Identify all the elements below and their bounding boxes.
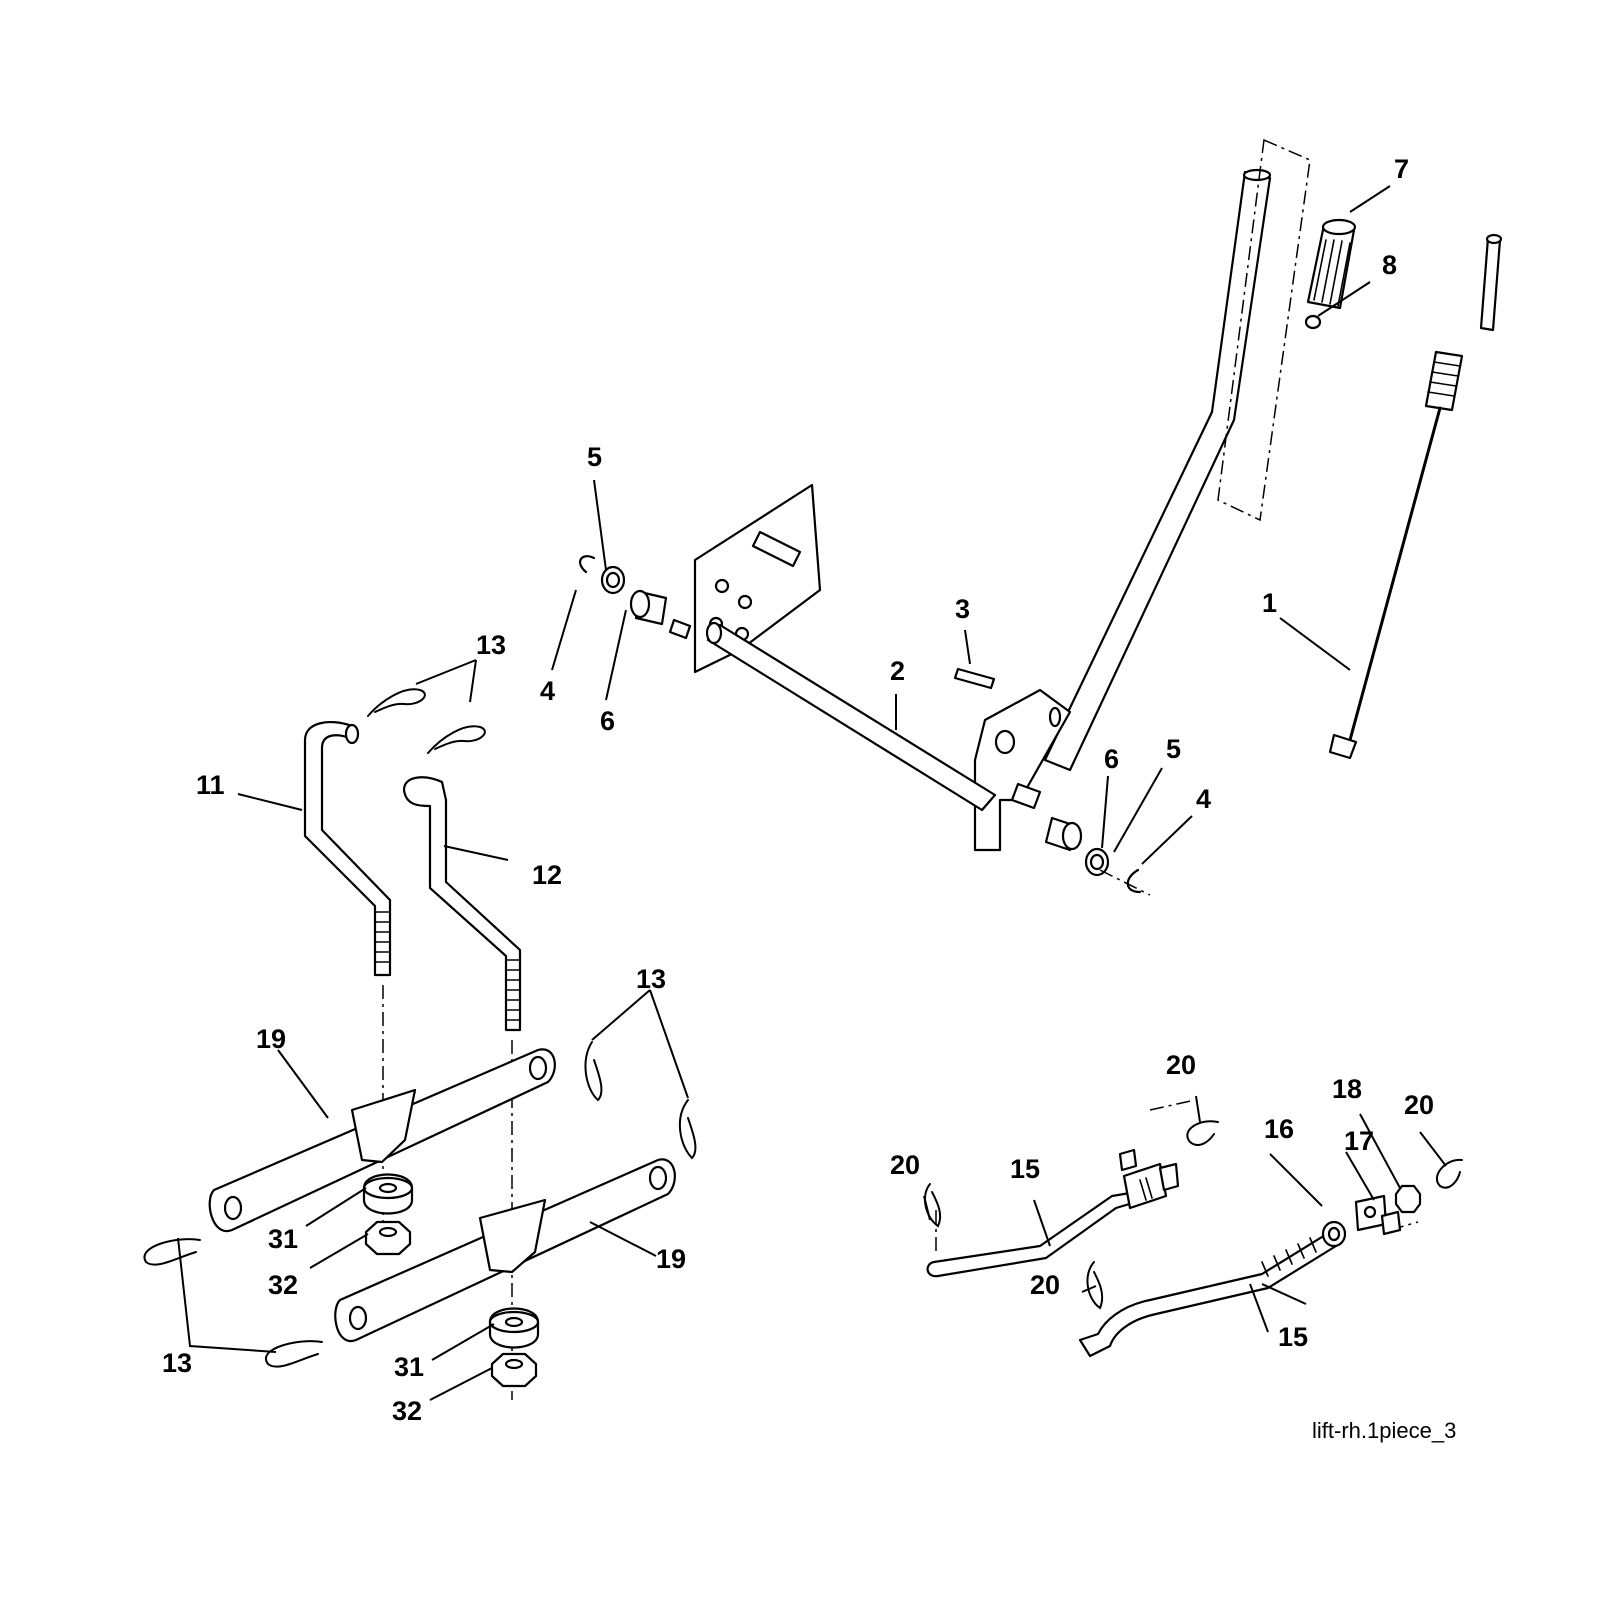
hairpin-clip bbox=[1435, 1158, 1463, 1189]
callout-20: 20 bbox=[1166, 1050, 1196, 1080]
lift-shaft-assembly bbox=[668, 483, 1042, 812]
callout-13: 13 bbox=[162, 1348, 192, 1378]
bushing-right bbox=[1044, 816, 1083, 852]
callout-20: 20 bbox=[1404, 1090, 1434, 1120]
grip-set-screw bbox=[1304, 314, 1322, 330]
grip-outline bbox=[1217, 138, 1311, 522]
callout-5: 5 bbox=[587, 442, 602, 472]
callout-13: 13 bbox=[636, 964, 666, 994]
hairpin-clip bbox=[1186, 1120, 1219, 1146]
callout-31: 31 bbox=[268, 1224, 298, 1254]
flange-bushing bbox=[488, 1307, 540, 1349]
hairpin-clip bbox=[427, 725, 486, 754]
handle-grip bbox=[1306, 218, 1357, 310]
callout-32: 32 bbox=[268, 1270, 298, 1300]
callout-15: 15 bbox=[1010, 1154, 1040, 1184]
leader-lines bbox=[177, 185, 1447, 1401]
callout-15: 15 bbox=[1278, 1322, 1308, 1352]
lift-arm-lower bbox=[334, 1158, 676, 1343]
lift-arm-upper bbox=[208, 1048, 556, 1233]
callout-12: 12 bbox=[532, 860, 562, 890]
hex-nut-small bbox=[1394, 1184, 1422, 1214]
callout-1: 1 bbox=[1262, 588, 1277, 618]
callout-17: 17 bbox=[1344, 1126, 1374, 1156]
callout-19: 19 bbox=[656, 1244, 686, 1274]
callout-16: 16 bbox=[1264, 1114, 1294, 1144]
callout-31: 31 bbox=[394, 1352, 424, 1382]
callout-13: 13 bbox=[476, 630, 506, 660]
lift-handle bbox=[973, 168, 1272, 852]
callout-7: 7 bbox=[1394, 154, 1409, 184]
hairpin-clip bbox=[584, 1041, 603, 1102]
assembly-axis bbox=[1099, 869, 1151, 896]
hairpin-clip bbox=[678, 1099, 697, 1160]
callout-18: 18 bbox=[1332, 1074, 1362, 1104]
trunnion-block-upper bbox=[1118, 1148, 1180, 1210]
callout-2: 2 bbox=[890, 656, 905, 686]
hex-nut bbox=[490, 1352, 538, 1388]
adjustment-rod-upper bbox=[926, 1190, 1138, 1278]
callout-6: 6 bbox=[600, 706, 615, 736]
callout-3: 3 bbox=[955, 594, 970, 624]
callout-20: 20 bbox=[1030, 1270, 1060, 1300]
callout-11: 11 bbox=[196, 770, 225, 800]
flange-bushing bbox=[362, 1173, 414, 1215]
callout-4: 4 bbox=[540, 676, 555, 706]
e-clip-left bbox=[579, 555, 596, 574]
e-clip-right bbox=[1126, 868, 1142, 894]
callout-32: 32 bbox=[392, 1396, 422, 1426]
callout-4: 4 bbox=[1196, 784, 1211, 814]
callout-5: 5 bbox=[1166, 734, 1181, 764]
jam-nut bbox=[1321, 1220, 1347, 1248]
washer-left bbox=[600, 565, 626, 595]
hairpin-clip bbox=[1086, 1261, 1104, 1310]
assembly-axis bbox=[1149, 1099, 1196, 1111]
hairpin-clip bbox=[265, 1340, 323, 1368]
callout-20: 20 bbox=[890, 1150, 920, 1180]
figure-caption: lift-rh.1piece_3 bbox=[1312, 1418, 1456, 1443]
hairpin-clip bbox=[143, 1238, 201, 1266]
callout-6: 6 bbox=[1104, 744, 1119, 774]
hex-nut bbox=[364, 1220, 412, 1256]
roll-pin bbox=[953, 667, 996, 690]
lift-spring-rod bbox=[1328, 233, 1503, 760]
hairpin-clip bbox=[367, 688, 426, 717]
callout-8: 8 bbox=[1382, 250, 1397, 280]
bushing-left bbox=[629, 589, 668, 626]
lift-link-right bbox=[402, 776, 522, 1032]
washer-right bbox=[1084, 847, 1110, 877]
hairpin-clip bbox=[923, 1183, 942, 1228]
trunnion-block-lower bbox=[1354, 1194, 1402, 1236]
lift-link-left bbox=[303, 720, 392, 977]
callout-19: 19 bbox=[256, 1024, 286, 1054]
